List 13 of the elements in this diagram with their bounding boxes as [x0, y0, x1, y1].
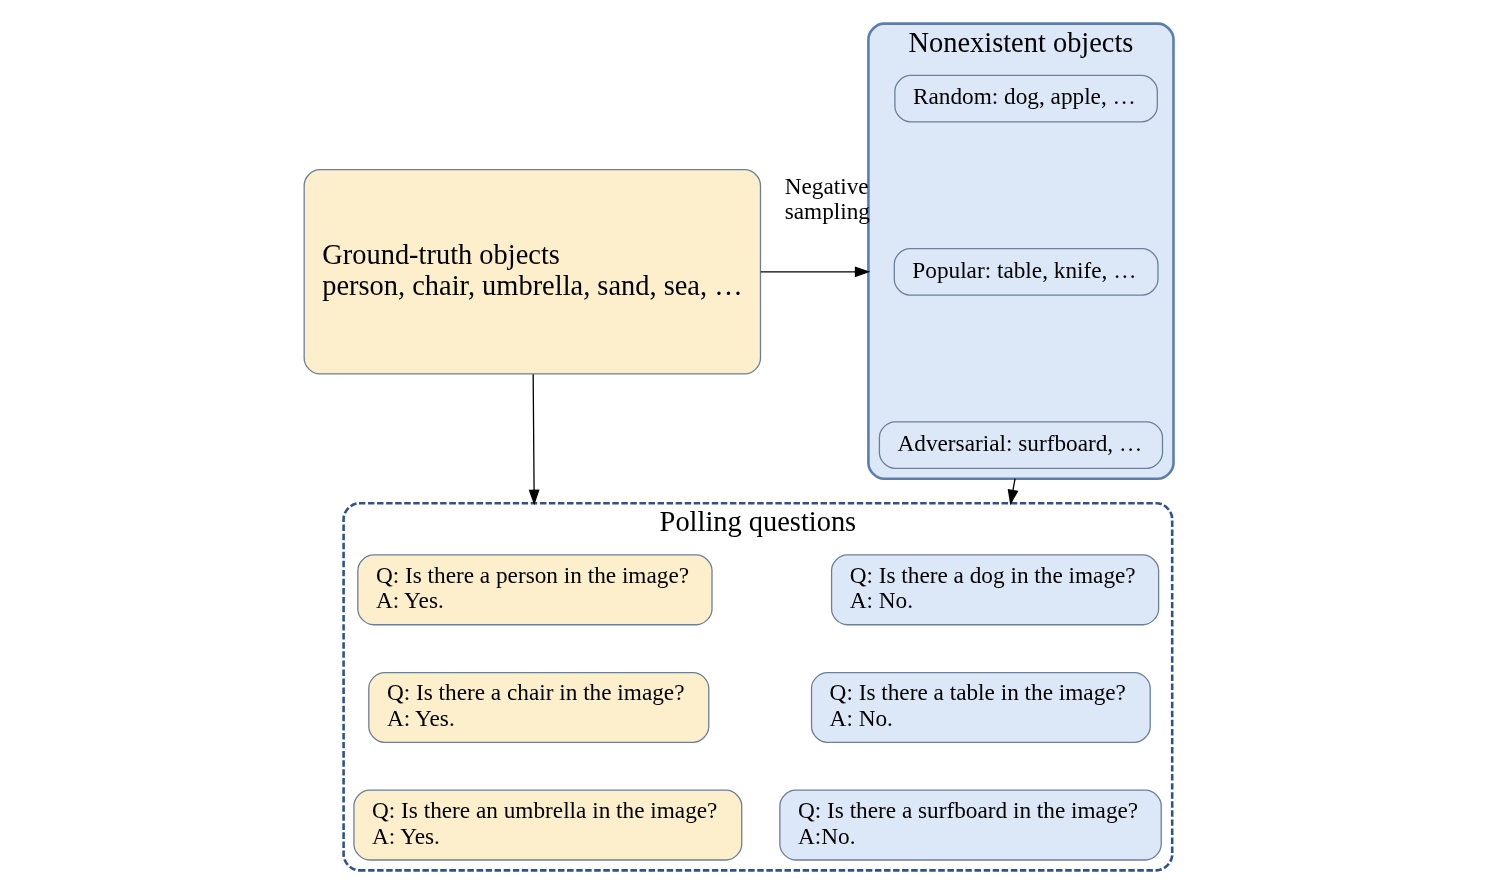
- node-box: Q: Is there a surfboard in the image? A:No.: [779, 789, 1162, 861]
- node-box: Q: Is there a chair in the image? A: Yes.: [368, 671, 710, 743]
- arrow: [760, 266, 871, 278]
- node-box: Popular: table, knife, …: [893, 247, 1159, 296]
- node-box: Q: Is there a person in the image? A: Yes.: [357, 554, 713, 626]
- node-box: Adversarial: surfboard, …: [878, 421, 1164, 469]
- node-box: Q: Is there a table in the image? A: No.: [810, 671, 1151, 743]
- node-box: Q: Is there a dog in the image? A: No.: [830, 554, 1160, 626]
- node-box: Q: Is there an umbrella in the image? A: Yes.: [353, 789, 743, 861]
- arrow: [1007, 478, 1019, 506]
- arrow: [528, 373, 540, 506]
- node-box: Random: dog, apple, …: [894, 74, 1158, 123]
- node-box: Ground-truth objects person, chair, umbrella, sand, sea, …: [303, 169, 762, 375]
